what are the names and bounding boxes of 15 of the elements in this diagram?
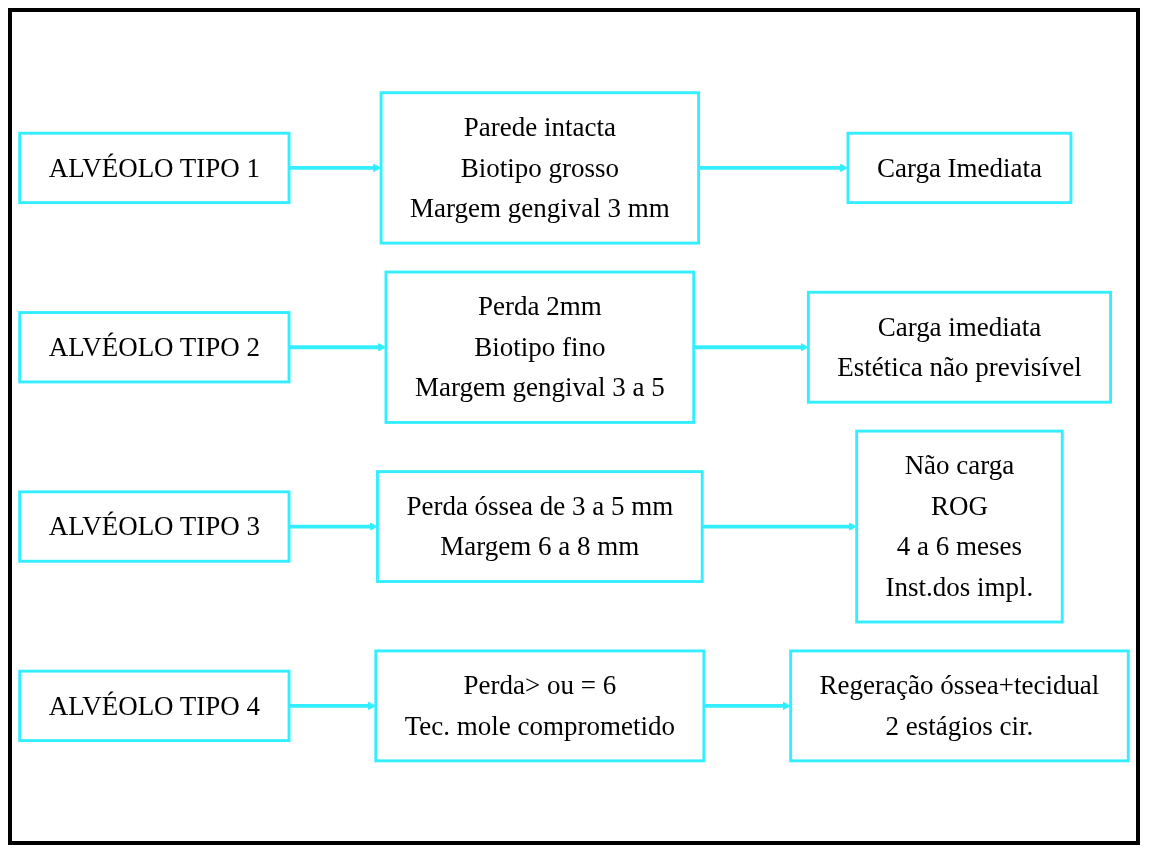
node-box: Perda óssea de 3 a 5 mm Margem 6 a 8 mm xyxy=(376,469,704,583)
node-box: ALVÉOLO TIPO 2 xyxy=(18,310,291,384)
node-box: Regeração óssea+tecidual 2 estágios cir. xyxy=(789,649,1130,762)
arrow xyxy=(289,163,382,172)
node-box: Perda 2mm Biotipo fino Margem gengival 3 a 5 xyxy=(384,270,696,424)
node-box: ALVÉOLO TIPO 1 xyxy=(18,131,291,204)
node-box: ALVÉOLO TIPO 3 xyxy=(18,490,291,563)
arrow xyxy=(693,342,809,352)
node-box: Parede intacta Biotipo grosso Margem gengival 3 mm xyxy=(379,91,701,245)
node-box: Perda> ou = 6 Tec. mole comprometido xyxy=(374,649,706,762)
node-box: ALVÉOLO TIPO 4 xyxy=(18,669,291,742)
node-box: Não carga ROG 4 a 6 meses Inst.dos impl. xyxy=(855,429,1064,624)
arrow xyxy=(289,522,378,531)
node-box: Carga Imediata xyxy=(846,131,1073,204)
node-box: Carga imediata Estética não previsível xyxy=(806,290,1112,404)
